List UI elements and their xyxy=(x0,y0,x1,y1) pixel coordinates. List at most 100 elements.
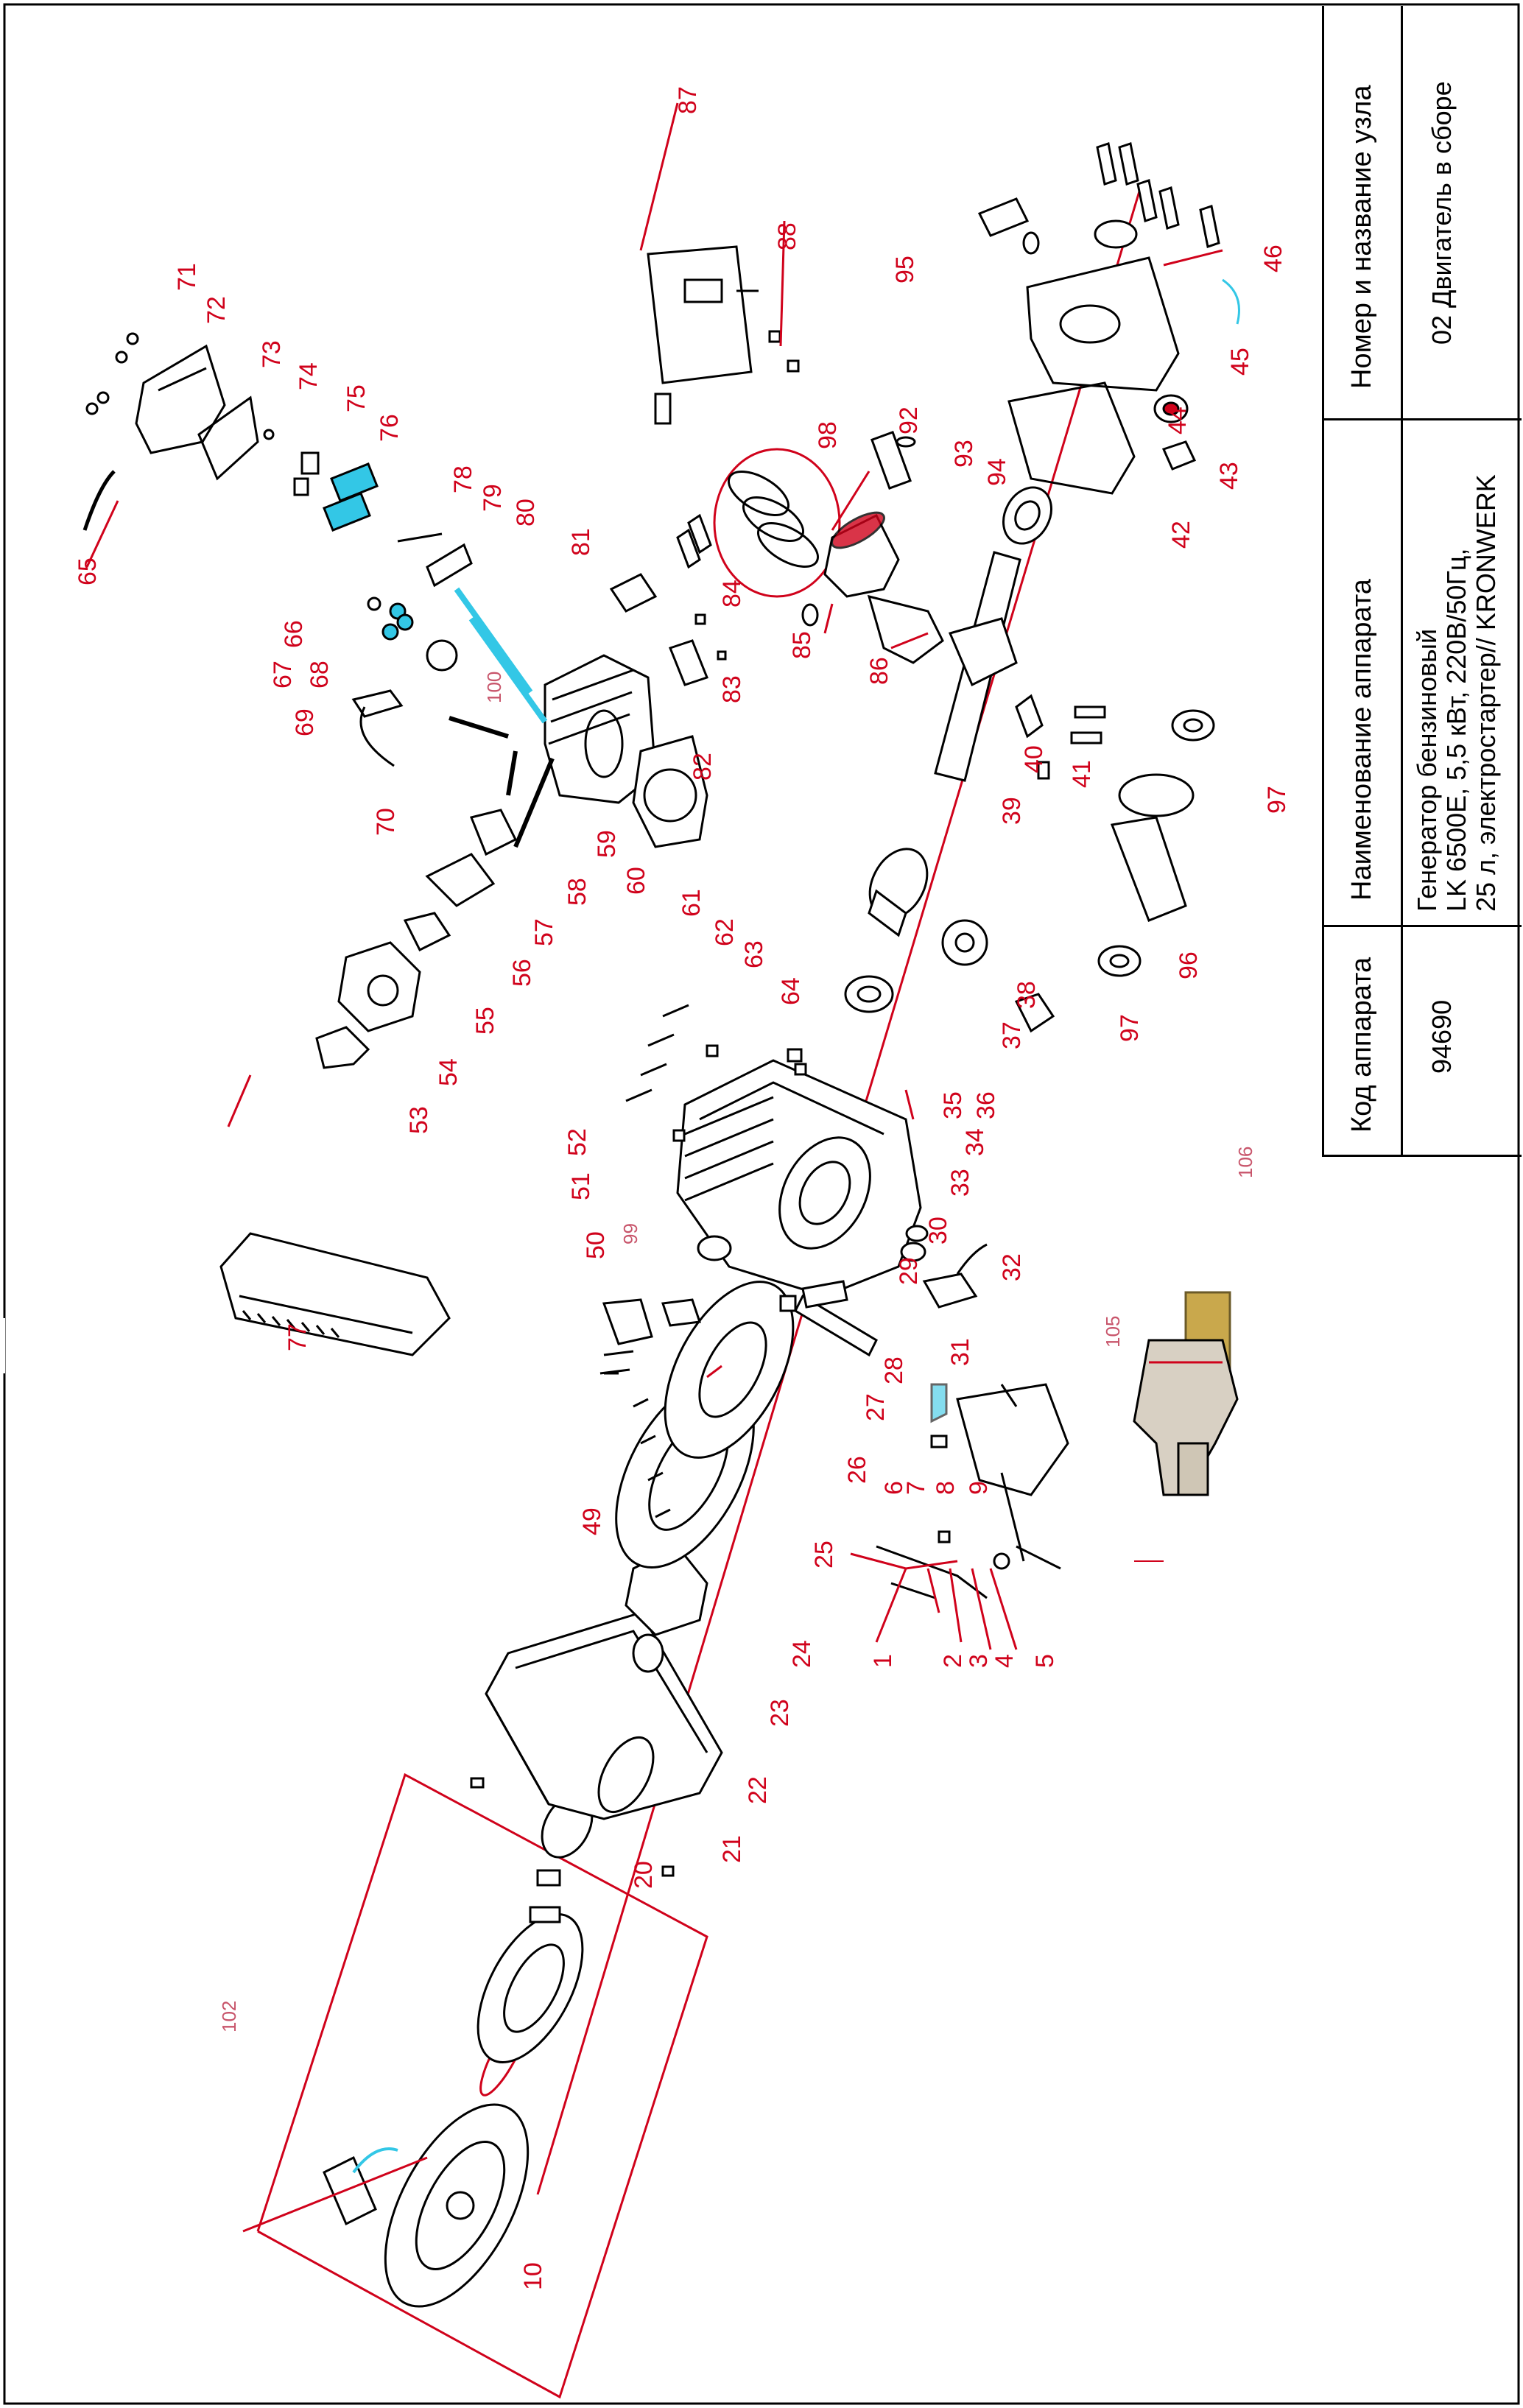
callout-84: 84 xyxy=(718,580,746,608)
callout-59: 59 xyxy=(593,830,621,858)
value-device-name-line-1: Генератор бензиновый xyxy=(1412,628,1442,912)
flywheel-nut xyxy=(632,1633,664,1673)
callout-78: 78 xyxy=(449,465,477,493)
callout-4: 4 xyxy=(991,1654,1019,1668)
piston-rings-highlight xyxy=(713,448,841,598)
header-device-name: Наименование аппарата xyxy=(1346,579,1377,901)
callout-99: 99 xyxy=(619,1223,641,1245)
callout-81: 81 xyxy=(567,528,595,556)
callout-72: 72 xyxy=(203,296,231,324)
callout-67: 67 xyxy=(269,661,297,689)
callout-45: 45 xyxy=(1226,348,1254,376)
callout-41: 41 xyxy=(1068,760,1096,788)
callout-10: 10 xyxy=(519,2262,547,2290)
callout-58: 58 xyxy=(563,878,591,906)
crankshaft-group xyxy=(844,486,1106,1033)
callout-62: 62 xyxy=(711,918,739,946)
group-bracket-102 xyxy=(256,1772,708,2399)
callout-30: 30 xyxy=(924,1217,952,1245)
intake-flange xyxy=(469,809,518,856)
title-block-header-column xyxy=(1324,6,1403,1155)
piston-group xyxy=(609,431,944,686)
callout-98: 98 xyxy=(814,421,842,449)
callout-32: 32 xyxy=(998,1253,1026,1281)
callout-labels: 1 2 3 4 5 6 7 8 9 10 20 21 22 23 24 25 2… xyxy=(74,86,1291,2290)
muffler xyxy=(647,245,800,425)
callout-96: 96 xyxy=(1175,951,1203,979)
callout-52: 52 xyxy=(563,1128,591,1156)
callout-34: 34 xyxy=(961,1128,989,1156)
callout-86: 86 xyxy=(865,657,893,685)
cam-gear-large xyxy=(1118,773,1195,817)
callout-31: 31 xyxy=(946,1338,974,1366)
title-block-divider-2 xyxy=(1324,418,1522,420)
callout-97b: 97 xyxy=(1116,1014,1144,1042)
callout-80: 80 xyxy=(512,499,540,527)
callout-70: 70 xyxy=(372,808,400,836)
header-code: Код аппарата xyxy=(1346,957,1377,1133)
fan-cover xyxy=(470,1611,723,1877)
crankcase-cover-group xyxy=(977,142,1240,495)
callout-76: 76 xyxy=(376,414,404,442)
callout-97a: 97 xyxy=(1263,786,1291,814)
callout-92: 92 xyxy=(895,406,923,434)
intake-gasket xyxy=(315,1026,370,1069)
callout-55: 55 xyxy=(471,1007,499,1035)
head-gasket xyxy=(632,735,708,848)
callout-95: 95 xyxy=(891,256,919,284)
callout-46: 46 xyxy=(1259,244,1287,272)
spark-plug xyxy=(449,716,509,739)
callout-7: 7 xyxy=(902,1481,930,1495)
callout-leaders xyxy=(85,102,1223,2233)
callout-29: 29 xyxy=(895,1257,923,1285)
callout-25: 25 xyxy=(810,1541,838,1569)
callout-39: 39 xyxy=(998,797,1026,825)
callout-51: 51 xyxy=(567,1172,595,1200)
callout-37: 37 xyxy=(998,1021,1026,1049)
callout-36: 36 xyxy=(972,1091,1000,1119)
callout-82: 82 xyxy=(689,753,717,781)
callout-66: 66 xyxy=(280,620,308,648)
camshaft xyxy=(1110,816,1187,922)
callout-40: 40 xyxy=(1020,745,1048,773)
valve-cover-gasket xyxy=(197,395,259,481)
callout-42: 42 xyxy=(1167,521,1195,549)
callout-53: 53 xyxy=(405,1106,433,1134)
cover-gasket xyxy=(1007,381,1136,495)
ignition-coil xyxy=(922,1272,978,1309)
callout-54: 54 xyxy=(435,1058,462,1086)
control-bracket xyxy=(956,1383,1069,1496)
flywheel-group xyxy=(615,1281,795,1673)
callout-93: 93 xyxy=(950,440,978,468)
callout-2: 2 xyxy=(939,1654,967,1668)
fuel-hose xyxy=(82,470,116,531)
governor-lever xyxy=(794,1294,878,1357)
bracket-105 xyxy=(930,1383,948,1423)
callout-105: 105 xyxy=(1102,1316,1124,1348)
intake-plate xyxy=(425,853,496,907)
piston-pin xyxy=(870,431,912,490)
callout-38: 38 xyxy=(1013,981,1041,1009)
camshaft-group xyxy=(1097,709,1215,977)
callout-49: 49 xyxy=(578,1507,606,1535)
callout-83: 83 xyxy=(718,675,746,703)
intake-parts xyxy=(315,757,555,1069)
governor-weight xyxy=(1014,993,1055,1033)
callout-50: 50 xyxy=(582,1231,610,1259)
oil-sensor xyxy=(977,197,1030,237)
callout-43: 43 xyxy=(1215,462,1243,490)
crankcase xyxy=(676,1059,922,1312)
callout-100: 100 xyxy=(483,672,505,703)
valve-cover xyxy=(135,344,259,481)
throttle-knob xyxy=(697,1235,732,1261)
rocker-plate xyxy=(330,462,379,502)
callout-74: 74 xyxy=(295,362,323,390)
callout-28: 28 xyxy=(880,1356,908,1384)
governor-arm xyxy=(669,639,708,686)
callout-79: 79 xyxy=(479,484,507,512)
value-code: 94690 xyxy=(1427,999,1457,1074)
connecting-rod xyxy=(867,594,944,664)
ignition-module xyxy=(661,1298,702,1327)
push-rod-2 xyxy=(468,616,548,724)
